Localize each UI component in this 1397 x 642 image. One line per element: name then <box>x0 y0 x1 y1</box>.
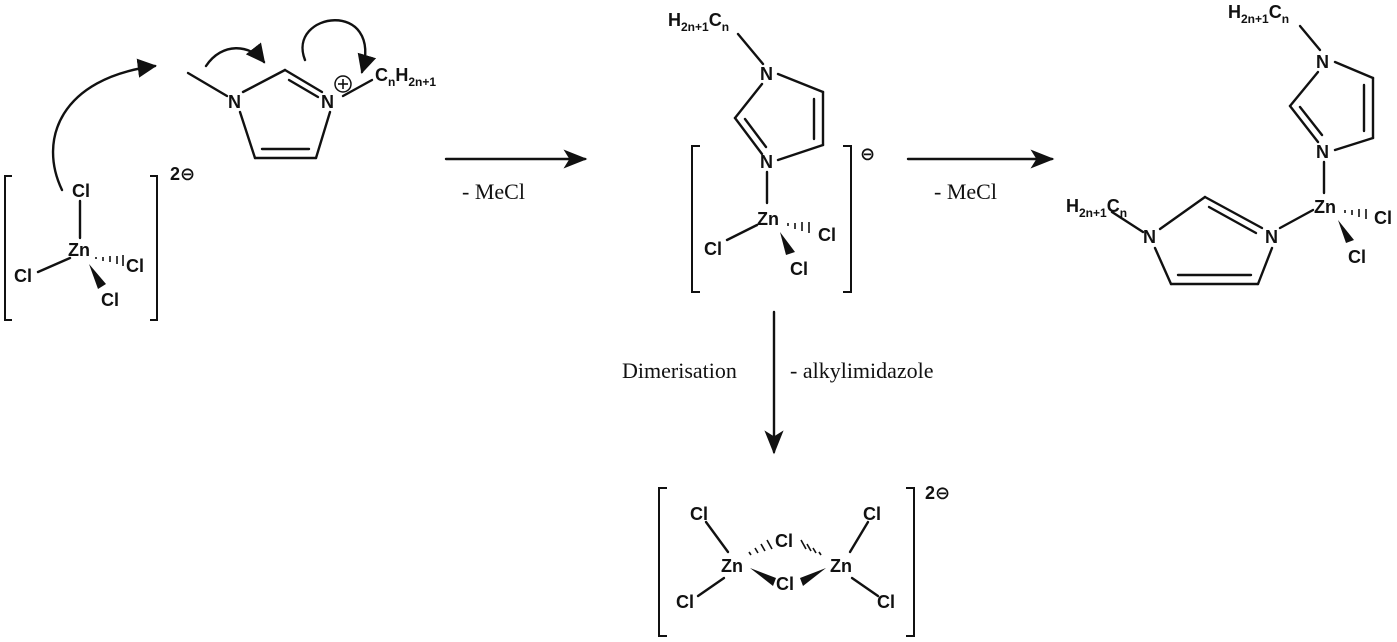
tetrachlorozincate: 2⊖ Cl Zn Cl Cl Cl <box>4 58 195 321</box>
bond-c4-n3 <box>314 110 332 160</box>
cl-atom-right: Cl <box>126 256 144 276</box>
curved-arrow-cl-attack <box>51 58 157 192</box>
hash-bond-zn-cl-right-side <box>1344 209 1367 219</box>
cl-atom-left: Cl <box>14 266 32 286</box>
n-atom-right-low: N <box>1265 227 1278 247</box>
hash-bond-zn-cl-mid-right <box>787 222 810 233</box>
charge-monoanion: ⊖ <box>860 144 875 164</box>
imidazolium-cation: N N CnH2n+1 <box>186 19 436 160</box>
bond-ring-rt-5-double <box>1298 105 1324 137</box>
wedge-bond-zn-cl-right-bottom <box>1338 220 1354 243</box>
cl-atom-bridge-top: Cl <box>775 531 793 551</box>
n-atom-3: N <box>321 92 334 112</box>
bond-zn-cl-dimer-br <box>850 576 880 598</box>
n-atom-mid-bottom: N <box>760 152 773 172</box>
hexachlorodizincate: 2⊖ Cl Cl Cl Zn Zn Cl Cl Cl <box>658 483 950 637</box>
hash-bond-bridge-right <box>800 539 822 556</box>
bond-n1-c5 <box>238 110 257 160</box>
bond-ring-rt-5 <box>1288 104 1320 144</box>
condition-step1: - MeCl <box>462 179 525 204</box>
bond-ring-mid-5 <box>733 116 764 156</box>
bond-methyl <box>186 71 229 98</box>
bond-ring-rt-4 <box>1288 70 1320 108</box>
bond-zn-cl-dimer-tl <box>704 520 730 554</box>
cl-atom-right-side: Cl <box>1374 208 1392 228</box>
n-atom-right-top: N <box>1316 52 1329 72</box>
cl-atom-top: Cl <box>72 181 90 201</box>
cl-atom-dimer-top-right: Cl <box>863 504 881 524</box>
bracket-bottom-close <box>906 487 915 637</box>
bracket-bottom-open <box>658 487 667 637</box>
cl-atom-mid-bottom: Cl <box>790 259 808 279</box>
wedge-bond-bridge-left <box>750 568 776 586</box>
bond-zn-n-right-low <box>1278 208 1315 230</box>
cl-atom-dimer-top-left: Cl <box>690 504 708 524</box>
bracket-left-close <box>150 175 158 321</box>
cl-atom-right-bottom: Cl <box>1348 247 1366 267</box>
curved-arrow-loop <box>301 19 377 74</box>
bracket-mid-close <box>843 145 852 293</box>
bond-zn-cl-left <box>36 256 72 274</box>
zn-atom-dimer-left: Zn <box>721 556 743 576</box>
plus-charge-circle <box>334 75 352 93</box>
bond-ring-mid-1 <box>776 72 825 94</box>
bond-c2-n3-double <box>287 78 320 99</box>
imidazole-trichlorozincate: ⊖ H2n+1Cn N N Zn Cl Cl Cl <box>668 10 875 293</box>
charge-dianion-left: 2⊖ <box>170 164 195 184</box>
cl-atom-mid-right: Cl <box>818 225 836 245</box>
zn-atom-mid: Zn <box>757 209 779 229</box>
wedge-bond-zn-cl-mid-bottom <box>780 232 795 255</box>
bracket-left-open <box>4 175 12 321</box>
condition-alkylimidazole-loss: - alkylimidazole <box>790 358 934 383</box>
bis-imidazole-dichlorozinc: H2n+1Cn N N Zn Cl Cl N N <box>1066 2 1392 286</box>
hash-bond-bridge-left <box>748 539 773 556</box>
condition-step2: - MeCl <box>934 179 997 204</box>
bond-ring-mid-4 <box>733 82 764 120</box>
cl-atom-mid-left: Cl <box>704 239 722 259</box>
zn-atom: Zn <box>68 240 90 260</box>
bond-ring-mid-3 <box>776 143 825 162</box>
bond-ring-rl-1 <box>1158 195 1207 231</box>
bond-n1-c2 <box>241 68 287 94</box>
alkyl-label-right-low: H2n+1Cn <box>1066 196 1127 220</box>
n-atom-mid-top: N <box>760 64 773 84</box>
cl-atom-dimer-bottom-right: Cl <box>877 592 895 612</box>
alkyl-label-right-top: H2n+1Cn <box>1228 2 1289 26</box>
cl-atom-bottom: Cl <box>101 290 119 310</box>
bracket-mid-open <box>691 145 700 293</box>
curved-arrow-bond-shift <box>204 42 266 68</box>
zn-atom-dimer-right: Zn <box>830 556 852 576</box>
condition-dimerisation: Dimerisation <box>622 358 737 383</box>
alkyl-label-cation: CnH2n+1 <box>375 65 436 89</box>
bond-c2-n3 <box>283 68 324 94</box>
bond-ring-rl-2-double <box>1207 205 1258 235</box>
wedge-bond-zn-cl-bottom <box>89 264 106 289</box>
hash-bond-zn-cl-right <box>95 255 124 266</box>
alkyl-label-mid: H2n+1Cn <box>668 10 729 34</box>
bond-alkyl-n-right-low <box>1110 210 1145 234</box>
bond-n3-alkyl <box>341 78 374 98</box>
bond-alkyl-n-right-top <box>1298 24 1322 52</box>
bond-ring-rl-5 <box>1256 246 1274 286</box>
bond-ring-rt-1 <box>1333 60 1375 80</box>
bond-ring-rl-2 <box>1203 195 1264 230</box>
bond-ring-mid-5-double <box>743 117 768 149</box>
bond-zn-cl-dimer-tr <box>848 520 870 554</box>
charge-dianion-bottom: 2⊖ <box>925 483 950 503</box>
cl-atom-bridge-bottom: Cl <box>776 574 794 594</box>
bond-zn-cl-mid-left <box>725 223 759 242</box>
bond-alkyl-n-mid <box>736 32 765 66</box>
n-atom-right-mid: N <box>1316 142 1329 162</box>
cl-atom-dimer-bottom-left: Cl <box>676 592 694 612</box>
zn-atom-right: Zn <box>1314 197 1336 217</box>
bond-zn-cl-dimer-bl <box>696 576 726 598</box>
bond-ring-rl-3 <box>1153 246 1173 286</box>
bond-ring-rt-3 <box>1333 136 1375 152</box>
n-atom-1: N <box>228 92 241 112</box>
n-atom-right-low-alkyl: N <box>1143 227 1156 247</box>
wedge-bond-bridge-right <box>800 568 826 586</box>
